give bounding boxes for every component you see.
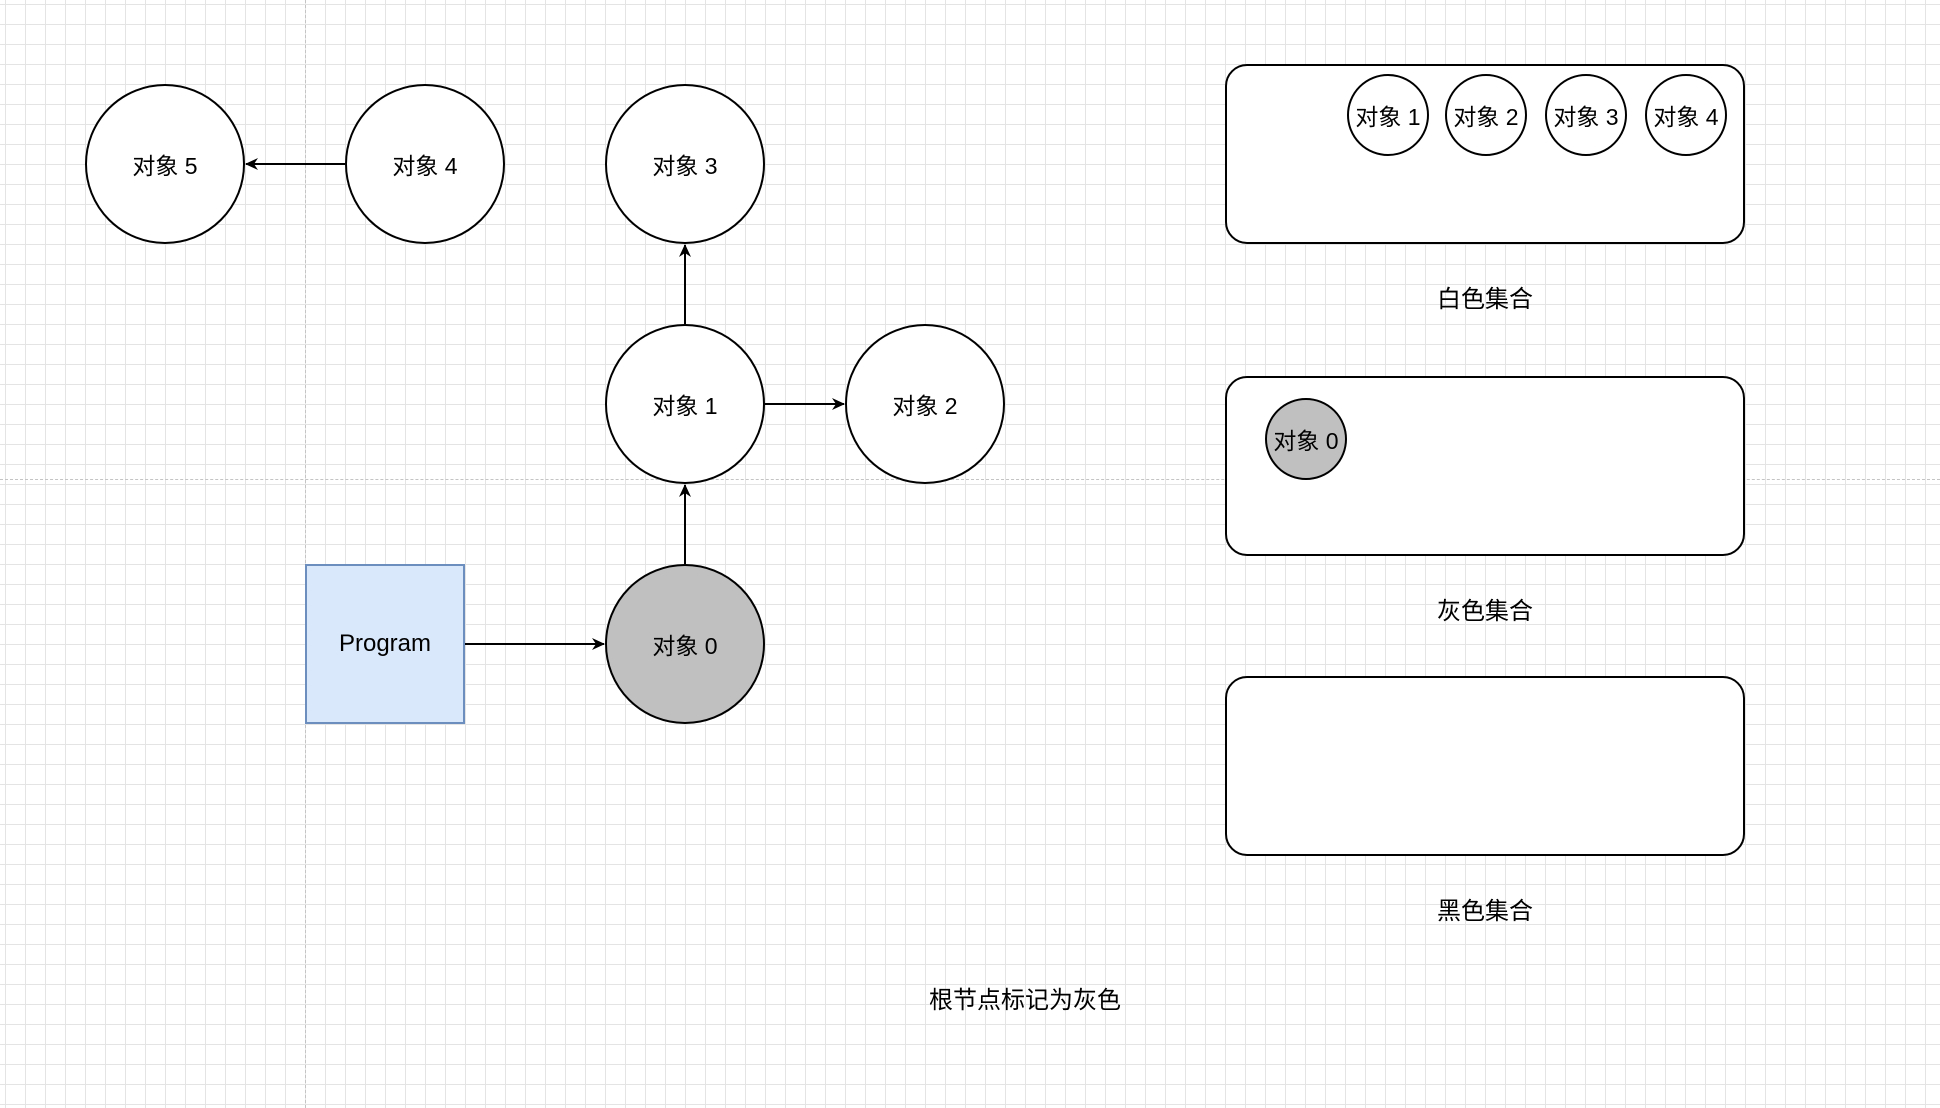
- grey-set-label: 灰色集合: [1437, 598, 1533, 625]
- white-set-label: 白色集合: [1437, 286, 1533, 313]
- vertical-guide-line: [305, 0, 306, 1108]
- node-object-1[interactable]: 对象 1: [605, 324, 765, 484]
- grey-set-item-label: 对象 0: [1273, 428, 1339, 454]
- grey-set-item-object-0[interactable]: 对象 0: [1265, 398, 1347, 480]
- program-label: Program: [338, 630, 432, 657]
- node-object-4[interactable]: 对象 4: [345, 84, 505, 244]
- program-root-box[interactable]: Program: [305, 564, 465, 724]
- node-object-5[interactable]: 对象 5: [85, 84, 245, 244]
- white-set-item-object-2[interactable]: 对象 2: [1445, 74, 1527, 156]
- black-set-box[interactable]: [1225, 676, 1745, 856]
- node-object-3-label: 对象 3: [652, 153, 718, 179]
- node-object-5-label: 对象 5: [132, 153, 198, 179]
- white-set-item-label: 对象 2: [1453, 104, 1519, 130]
- horizontal-guide-line: [0, 479, 1940, 480]
- white-set-item-object-1[interactable]: 对象 1: [1347, 74, 1429, 156]
- node-object-0[interactable]: 对象 0: [605, 564, 765, 724]
- node-object-2-label: 对象 2: [892, 393, 958, 419]
- white-set-item-label: 对象 3: [1553, 104, 1619, 130]
- white-set-item-object-3[interactable]: 对象 3: [1545, 74, 1627, 156]
- node-object-2[interactable]: 对象 2: [845, 324, 1005, 484]
- white-set-item-label: 对象 4: [1653, 104, 1719, 130]
- node-object-3[interactable]: 对象 3: [605, 84, 765, 244]
- node-object-1-label: 对象 1: [652, 393, 718, 419]
- diagram-caption: 根节点标记为灰色: [929, 987, 1121, 1014]
- white-set-item-label: 对象 1: [1355, 104, 1421, 130]
- node-object-0-label: 对象 0: [652, 633, 718, 659]
- white-set-item-object-4[interactable]: 对象 4: [1645, 74, 1727, 156]
- black-set-label: 黑色集合: [1437, 898, 1533, 925]
- node-object-4-label: 对象 4: [392, 153, 458, 179]
